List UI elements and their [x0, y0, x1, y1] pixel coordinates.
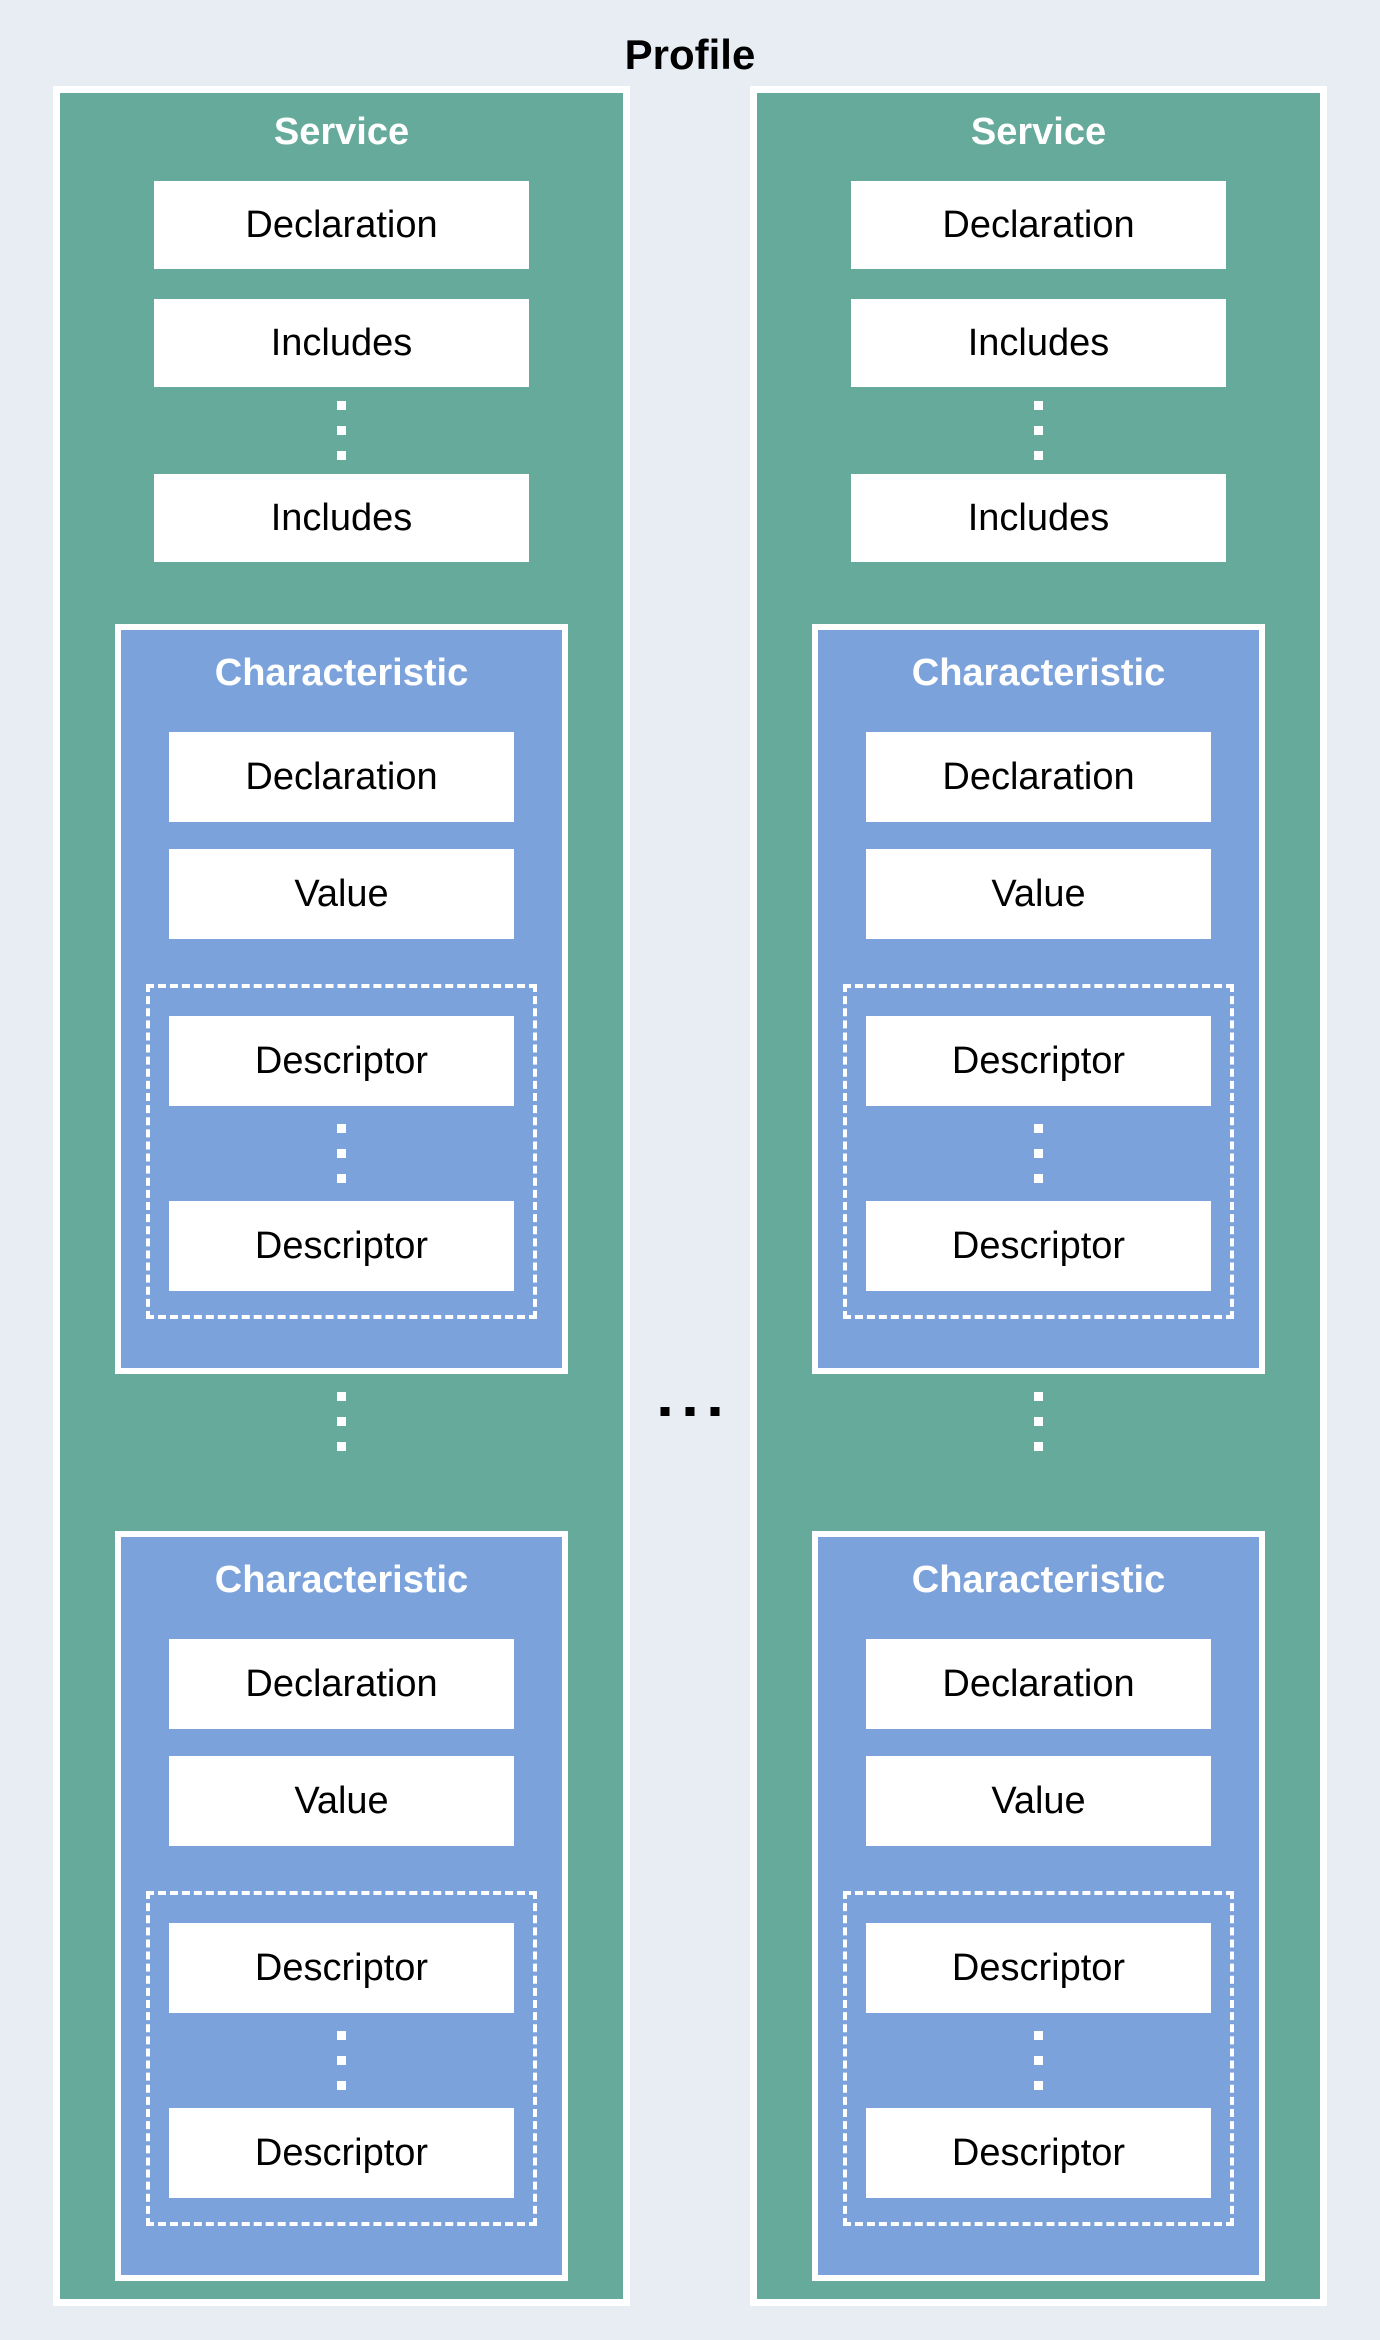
descriptor-group: Descriptor Descriptor	[146, 984, 537, 1319]
characteristic-box-last: Characteristic Declaration Value Descrip…	[115, 1531, 568, 2281]
vertical-ellipsis-icon	[1034, 401, 1043, 460]
service-includes-box-first: Includes	[851, 299, 1226, 387]
characteristic-title: Characteristic	[911, 652, 1166, 694]
characteristic-value-box: Value	[866, 849, 1211, 939]
vertical-ellipsis-icon	[1034, 1392, 1043, 1451]
descriptor-group: Descriptor Descriptor	[843, 984, 1234, 1319]
vertical-ellipsis-icon	[1034, 2031, 1043, 2090]
service-includes-box-last: Includes	[851, 474, 1226, 562]
descriptor-box-last: Descriptor	[866, 2108, 1211, 2198]
service-title: Service	[970, 111, 1107, 153]
vertical-ellipsis-icon	[1034, 1124, 1043, 1183]
service-declaration-box: Declaration	[851, 181, 1226, 269]
service-box-1: Service Declaration Includes Includes Ch…	[53, 86, 630, 2306]
descriptor-box-first: Descriptor	[866, 1016, 1211, 1106]
characteristic-title: Characteristic	[214, 1559, 469, 1601]
characteristic-box-first: Characteristic Declaration Value Descrip…	[115, 624, 568, 1374]
descriptor-group: Descriptor Descriptor	[843, 1891, 1234, 2226]
service-includes-box-first: Includes	[154, 299, 529, 387]
service-includes-box-last: Includes	[154, 474, 529, 562]
service-box-2: Service Declaration Includes Includes Ch…	[750, 86, 1327, 2306]
characteristic-box-first: Characteristic Declaration Value Descrip…	[812, 624, 1265, 1374]
descriptor-group: Descriptor Descriptor	[146, 1891, 537, 2226]
vertical-ellipsis-icon	[337, 1392, 346, 1451]
vertical-ellipsis-icon	[337, 1124, 346, 1183]
vertical-ellipsis-icon	[337, 2031, 346, 2090]
descriptor-box-first: Descriptor	[169, 1923, 514, 2013]
descriptor-box-last: Descriptor	[169, 2108, 514, 2198]
characteristic-box-last: Characteristic Declaration Value Descrip…	[812, 1531, 1265, 2281]
characteristic-title: Characteristic	[214, 652, 469, 694]
characteristic-title: Characteristic	[911, 1559, 1166, 1601]
vertical-ellipsis-icon	[337, 401, 346, 460]
descriptor-box-last: Descriptor	[866, 1201, 1211, 1291]
descriptor-box-first: Descriptor	[866, 1923, 1211, 2013]
characteristic-value-box: Value	[169, 849, 514, 939]
characteristic-declaration-box: Declaration	[169, 1639, 514, 1729]
page-title: Profile	[624, 31, 756, 78]
characteristic-declaration-box: Declaration	[169, 732, 514, 822]
descriptor-box-last: Descriptor	[169, 1201, 514, 1291]
characteristic-declaration-box: Declaration	[866, 732, 1211, 822]
characteristic-value-box: Value	[866, 1756, 1211, 1846]
descriptor-box-first: Descriptor	[169, 1016, 514, 1106]
service-title: Service	[273, 111, 410, 153]
horizontal-ellipsis-icon	[660, 1407, 720, 1416]
services-row: Service Declaration Includes Includes Ch…	[0, 86, 1380, 2306]
characteristic-value-box: Value	[169, 1756, 514, 1846]
characteristic-declaration-box: Declaration	[866, 1639, 1211, 1729]
service-declaration-box: Declaration	[154, 181, 529, 269]
